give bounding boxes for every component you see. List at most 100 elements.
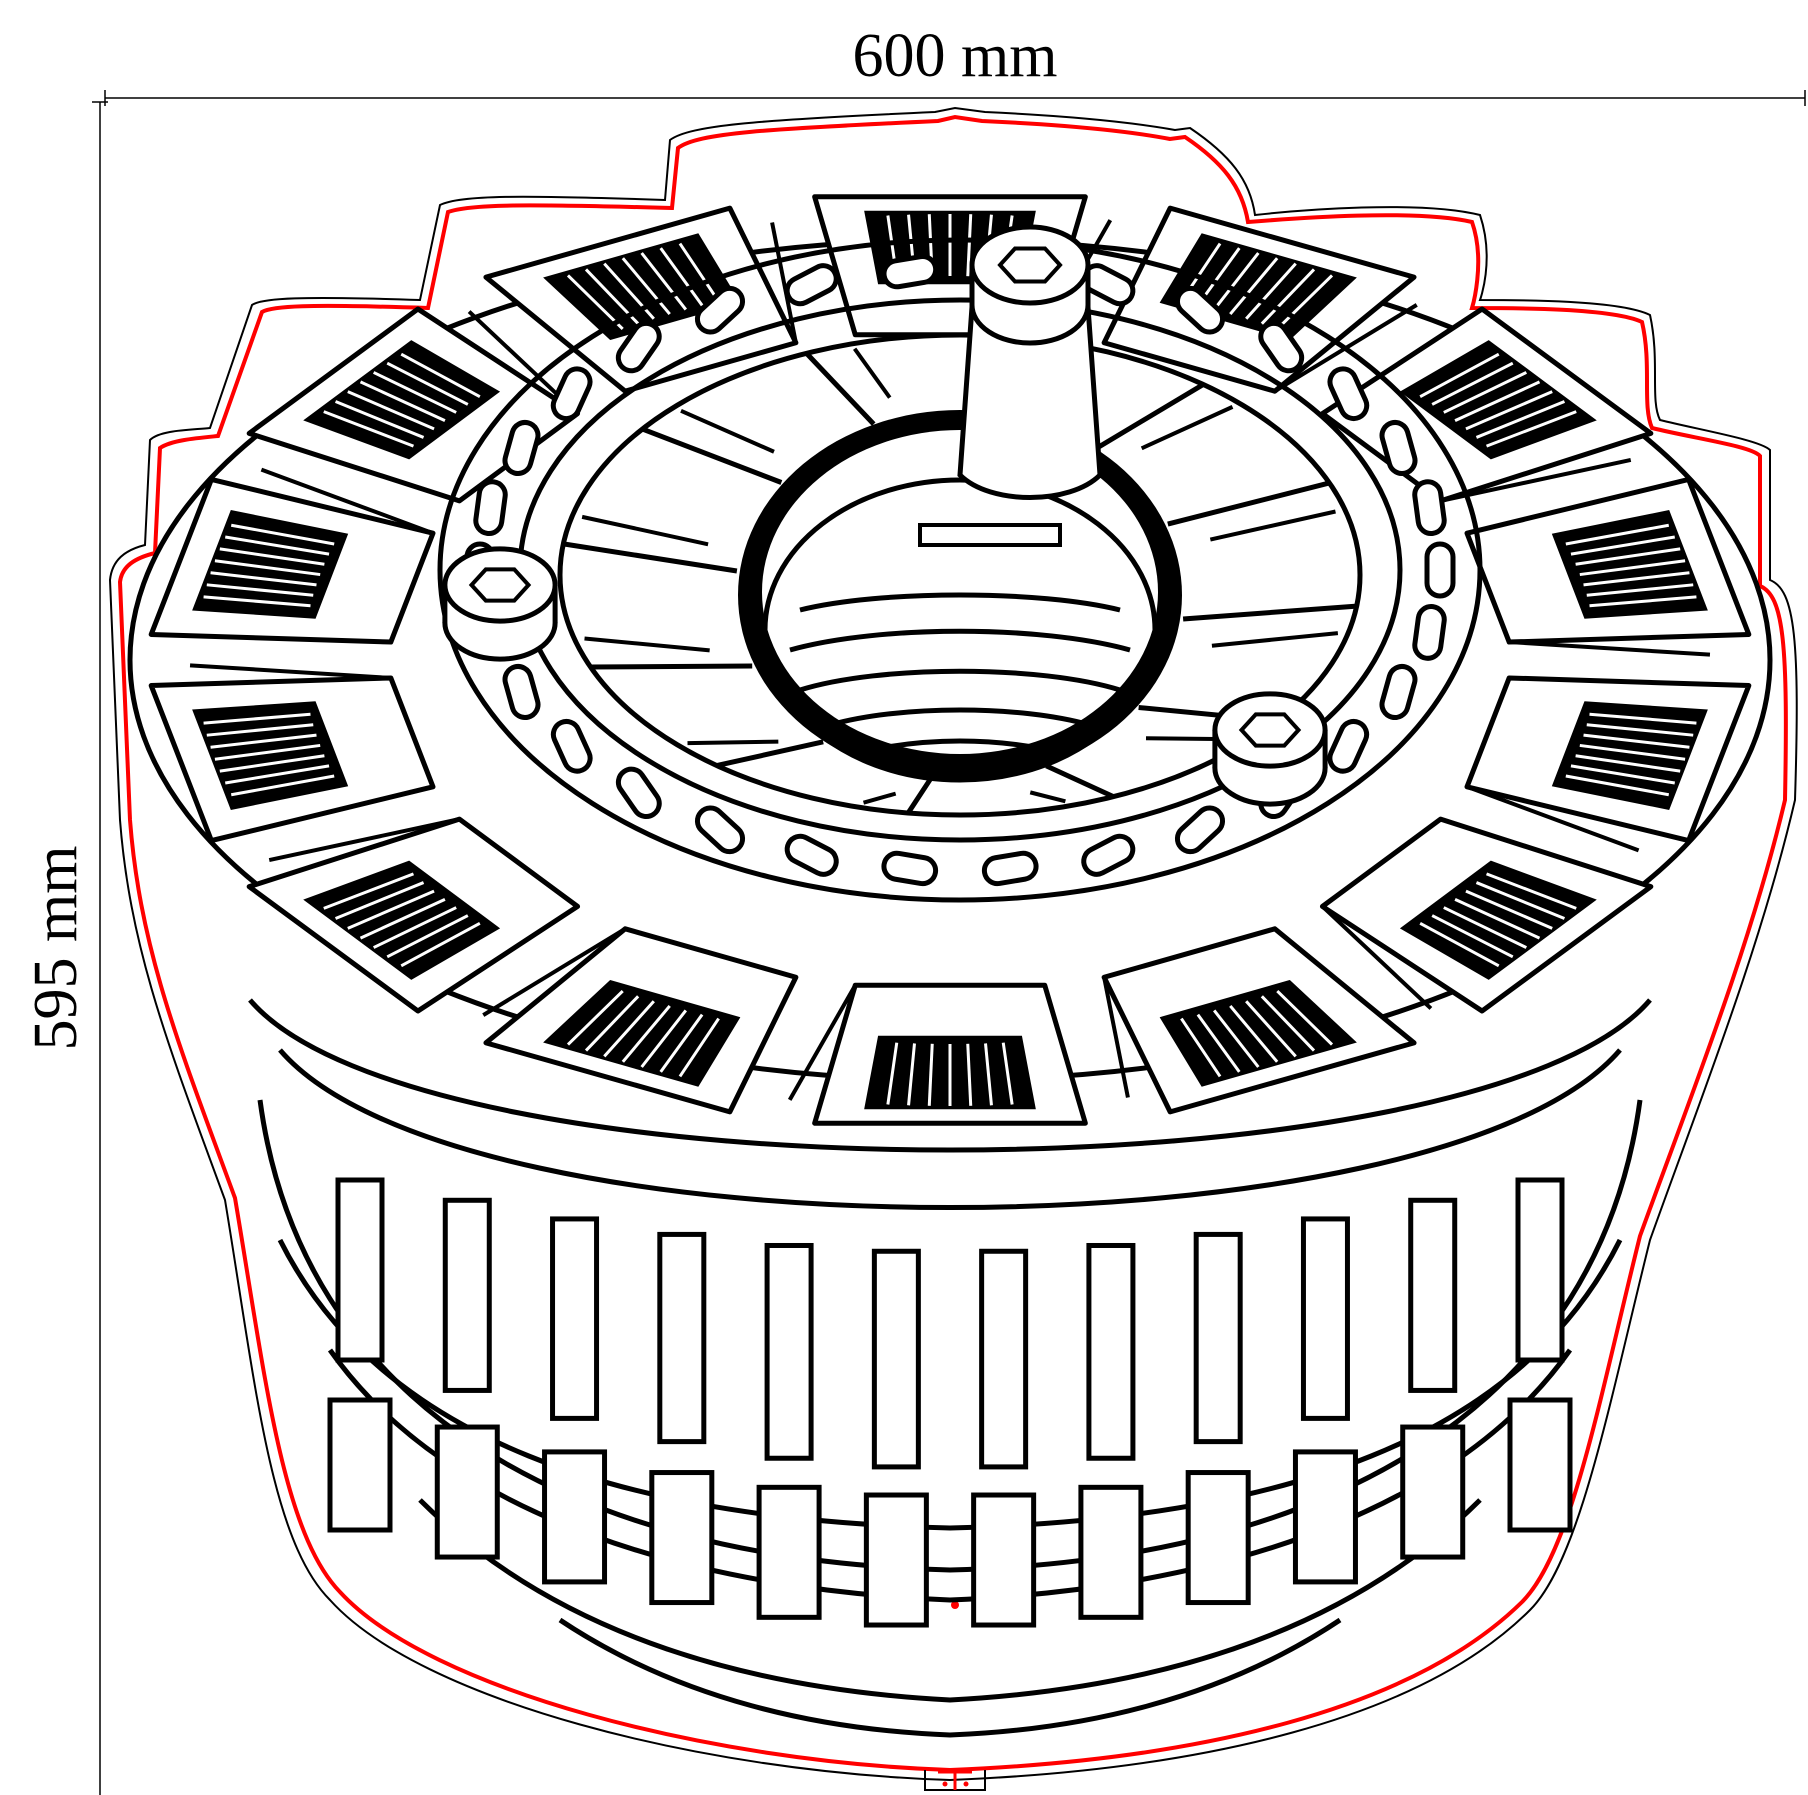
fin	[1101, 926, 1417, 1115]
slot	[784, 833, 839, 877]
coil	[543, 233, 741, 341]
slot	[502, 419, 541, 477]
lower-block	[863, 1492, 929, 1628]
spoke	[716, 739, 824, 768]
lower-block	[756, 1484, 822, 1620]
fin	[1319, 816, 1654, 1014]
height-label: 595 mm	[22, 846, 90, 1051]
lower-bar	[1086, 1242, 1136, 1461]
outer-fins	[148, 194, 1752, 1126]
lower-bar	[1515, 1177, 1565, 1363]
slot	[1327, 366, 1370, 422]
spoke	[1167, 480, 1331, 527]
hex-socket	[468, 567, 532, 603]
slot	[1174, 285, 1226, 335]
spoke	[804, 351, 876, 426]
hex-socket	[1238, 712, 1302, 748]
spoke	[1045, 763, 1115, 799]
lower-bar	[1408, 1197, 1458, 1393]
slot	[694, 285, 746, 335]
cut-line	[117, 114, 1788, 1773]
spoke-edge	[1029, 790, 1066, 804]
spoke-edge	[680, 408, 775, 454]
lower-block	[1507, 1397, 1573, 1533]
lower-bar	[1300, 1216, 1350, 1421]
spoke-edge	[687, 739, 779, 746]
registration-mark-bottom	[951, 1601, 959, 1609]
slot	[881, 850, 939, 887]
lower-body	[257, 1099, 1643, 1738]
slot	[473, 479, 508, 537]
width-dimension: 600 mm	[104, 22, 1806, 106]
lower-bar	[335, 1177, 385, 1363]
fin	[148, 467, 436, 645]
lower-bar	[550, 1216, 600, 1421]
lower-bar	[979, 1248, 1029, 1470]
spoke	[906, 777, 933, 815]
spoke-edge	[1140, 405, 1234, 451]
bolt	[1212, 691, 1328, 807]
lower-block	[434, 1424, 500, 1560]
width-label: 600 mm	[853, 22, 1058, 90]
slot	[981, 850, 1039, 887]
height-dimension: 595 mm	[22, 101, 108, 1795]
outer-offset-outline	[108, 106, 1798, 1782]
mounting-tab	[924, 1770, 986, 1791]
lower-block	[327, 1397, 393, 1533]
lower-block	[649, 1470, 715, 1606]
fin	[1464, 675, 1752, 853]
coil	[543, 979, 741, 1087]
lower-bar	[871, 1248, 921, 1470]
spoke-edge	[1211, 631, 1339, 648]
fin	[246, 816, 581, 1014]
spoke	[562, 541, 738, 574]
slot	[615, 766, 662, 820]
slot	[1258, 320, 1305, 374]
coil	[1159, 979, 1357, 1087]
spoke-edge	[852, 347, 892, 399]
spoke	[590, 663, 753, 670]
slot	[550, 366, 593, 422]
spoke	[1182, 603, 1357, 622]
slot	[1379, 419, 1418, 477]
lower-block	[1292, 1449, 1358, 1585]
fin	[482, 926, 799, 1115]
slot	[502, 663, 541, 721]
slot	[1327, 718, 1370, 774]
spoke	[641, 426, 783, 485]
slot	[550, 718, 593, 774]
slot	[784, 263, 839, 307]
slot	[1379, 663, 1418, 721]
lower-bar	[442, 1197, 492, 1393]
spoke-edge	[1209, 509, 1336, 542]
lower-block	[971, 1492, 1037, 1628]
hex-socket	[997, 246, 1063, 284]
slot	[1412, 604, 1447, 661]
slot	[881, 253, 939, 290]
lower-bar	[657, 1231, 707, 1445]
bolt	[957, 224, 1103, 500]
spoke-edge	[581, 514, 709, 547]
bolts	[442, 224, 1328, 807]
slot	[1412, 479, 1447, 537]
fin	[1464, 476, 1752, 657]
spoke	[1095, 382, 1205, 451]
lower-bar	[764, 1242, 814, 1461]
bolt	[442, 546, 558, 662]
slot	[1081, 833, 1136, 877]
lower-block	[542, 1449, 608, 1585]
central-core	[738, 410, 1182, 783]
slot	[694, 805, 746, 855]
lower-bar	[1193, 1231, 1243, 1445]
lower-block	[1185, 1470, 1251, 1606]
lower-bars	[327, 1177, 1573, 1628]
fin	[787, 982, 1088, 1126]
lower-block	[1078, 1484, 1144, 1620]
fin	[148, 663, 436, 844]
lower-block	[1400, 1424, 1466, 1560]
slot	[615, 320, 662, 374]
spoke-edge	[862, 791, 897, 805]
slot	[1424, 541, 1456, 599]
spoke-edge	[584, 636, 710, 653]
